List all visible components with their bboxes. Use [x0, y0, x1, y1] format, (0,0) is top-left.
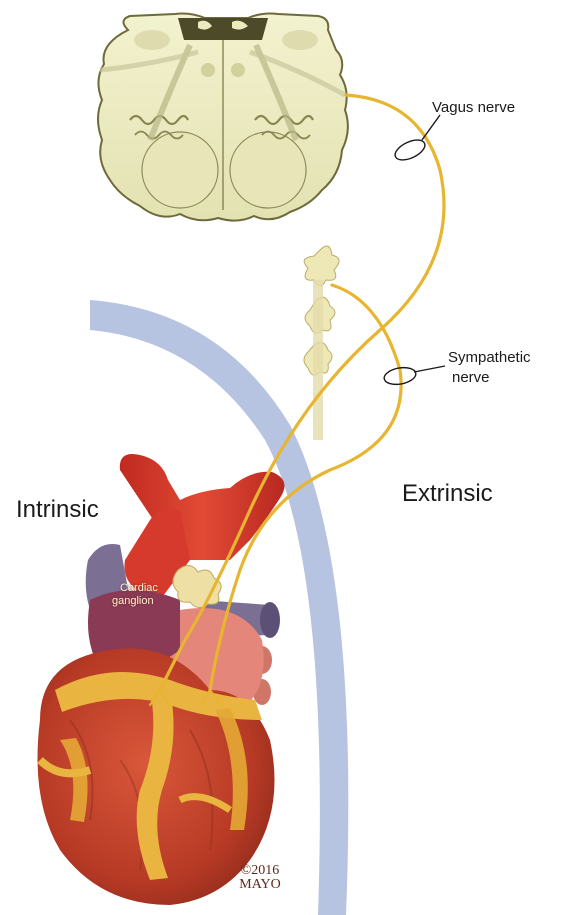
cardiac-ganglion-label-line1: Cardiac [120, 582, 158, 595]
copyright-org: MAYO [233, 878, 287, 892]
spinal-cord-cross-section [98, 14, 348, 221]
sympathetic-chain [304, 246, 339, 440]
vagus-nerve-label: Vagus nerve [432, 98, 515, 117]
extrinsic-label: Extrinsic [402, 480, 493, 508]
cardiac-ganglion-label-line2: ganglion [112, 595, 154, 608]
sympathetic-nerve-label-line2: nerve [452, 368, 490, 387]
sympathetic-nerve-label-line1: Sympathetic [448, 348, 531, 367]
intrinsic-label: Intrinsic [16, 496, 99, 524]
copyright-year: ©2016 [233, 864, 287, 878]
